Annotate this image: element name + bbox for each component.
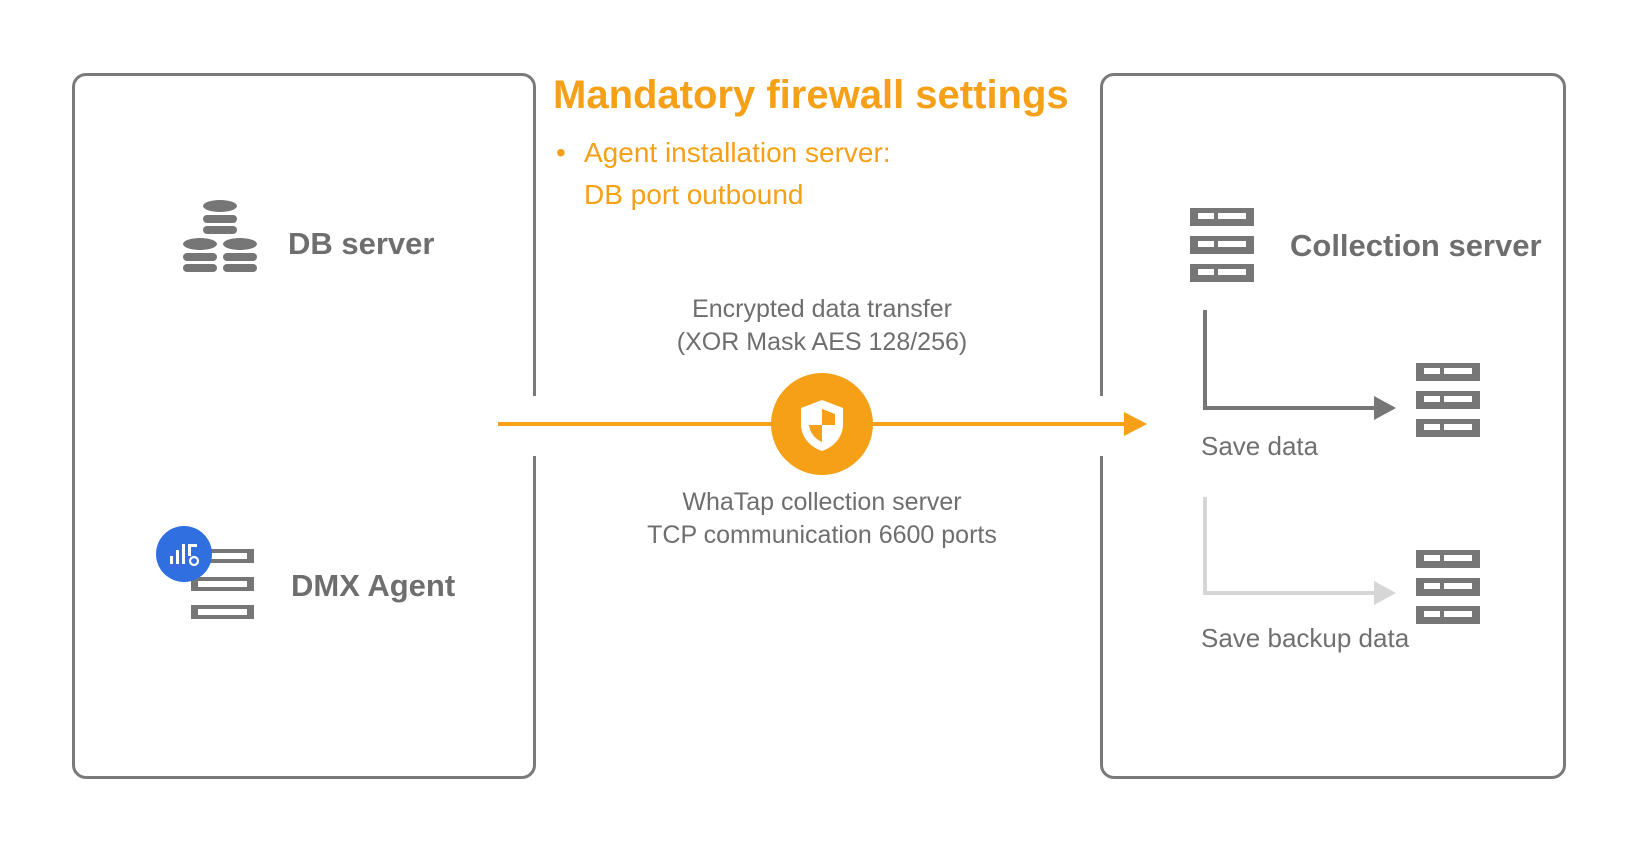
transfer-description: Encrypted data transfer (XOR Mask AES 12… [662, 293, 982, 359]
transfer-line1: Encrypted data transfer [692, 295, 952, 323]
firewall-rule-line2: DB port outbound [584, 179, 804, 210]
db-server-label: DB server [288, 226, 435, 261]
transfer-line2: (XOR Mask AES 128/256) [676, 328, 968, 356]
collection-server-label: Collection server [1290, 228, 1542, 263]
database-stack-icon [183, 200, 257, 272]
collection-panel [1100, 73, 1566, 779]
backup-server-icon [1416, 550, 1480, 624]
firewall-bullet: • [556, 137, 566, 168]
source-panel [72, 73, 536, 779]
whatap-line2: TCP communication 6600 ports [647, 521, 997, 549]
save-data-arrow [1203, 310, 1396, 420]
dmx-agent-label: DMX Agent [291, 568, 456, 603]
firewall-rule-line1: Agent installation server: [584, 137, 891, 168]
whatap-description: WhaTap collection server TCP communicati… [612, 486, 1032, 552]
monitoring-gear-icon [156, 526, 212, 582]
security-shield-icon [771, 373, 873, 475]
save-backup-data-label: Save backup data [1201, 623, 1410, 653]
backup-data-arrow [1203, 497, 1396, 605]
save-server-icon [1416, 363, 1480, 437]
firewall-title: Mandatory firewall settings [553, 73, 1069, 117]
whatap-line1: WhaTap collection server [682, 488, 962, 516]
save-data-label: Save data [1201, 431, 1319, 461]
collection-server-icon [1190, 208, 1254, 282]
